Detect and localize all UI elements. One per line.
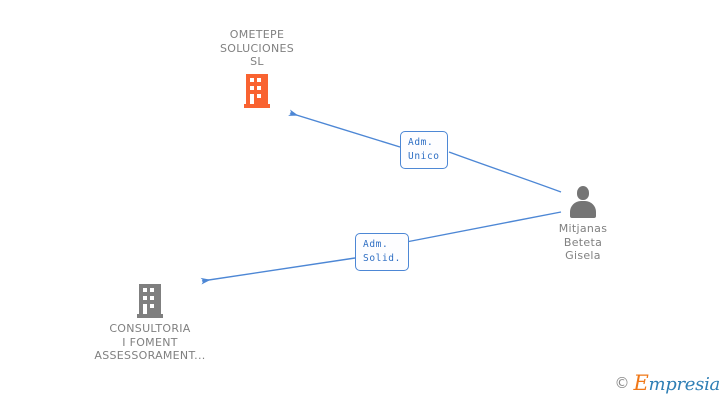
company-label: OMETEPE SOLUCIONES SL — [219, 28, 295, 68]
brand-initial: E — [633, 371, 649, 395]
copyright-icon: © — [614, 374, 630, 392]
edge-label-adm-solid[interactable]: Adm. Solid. — [355, 233, 409, 271]
related-company-label: CONSULTORIA I FOMENT ASSESSORAMENT... — [94, 322, 206, 362]
node-company[interactable]: OMETEPE SOLUCIONES SL — [182, 28, 332, 108]
brand-rest: mpresia — [648, 374, 721, 395]
brand-logo: Empresia — [633, 373, 720, 394]
node-related-company[interactable]: CONSULTORIA I FOMENT ASSESSORAMENT... — [75, 284, 225, 363]
watermark: © Empresia — [614, 373, 720, 394]
person-icon — [566, 186, 600, 218]
person-label: Mitjanas Beteta Gisela — [558, 222, 608, 262]
building-icon — [244, 73, 270, 108]
node-person[interactable]: Mitjanas Beteta Gisela — [508, 186, 658, 263]
building-icon — [137, 284, 163, 318]
edge-label-adm-unico[interactable]: Adm. Unico — [400, 131, 448, 169]
